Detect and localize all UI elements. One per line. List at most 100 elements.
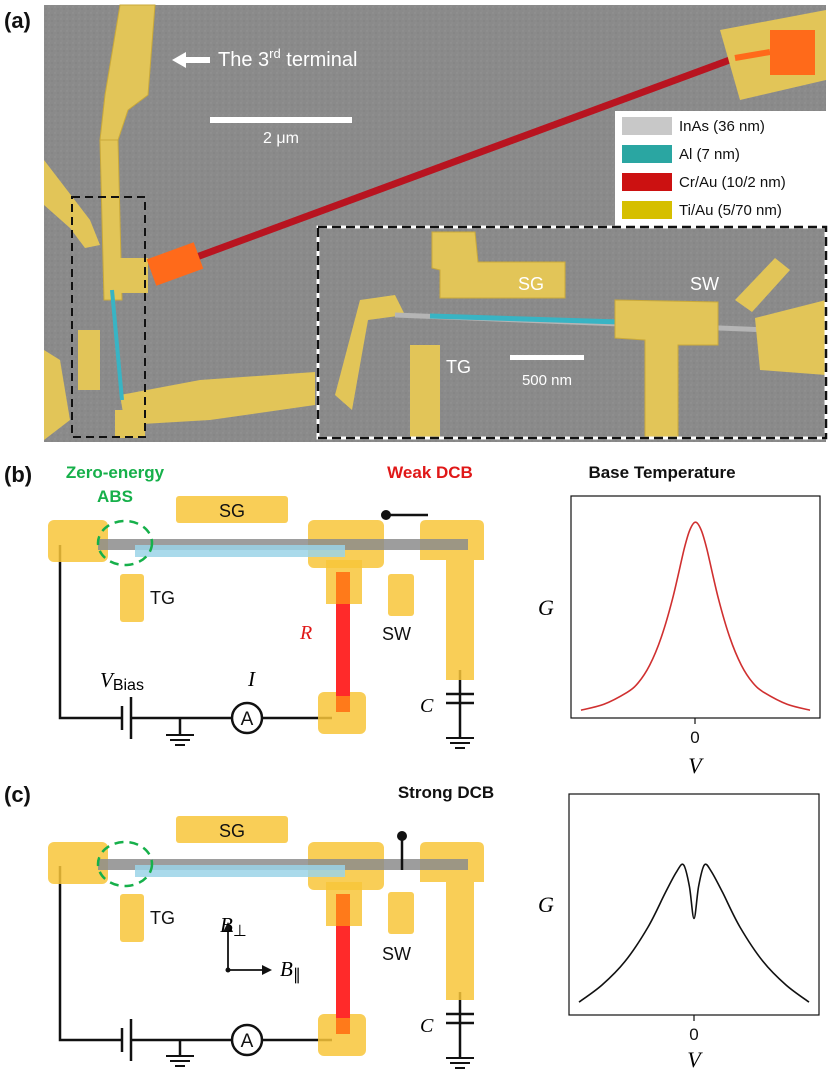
contact-bottom — [318, 692, 366, 734]
sem-pad-neck — [734, 49, 771, 61]
legend-label: Al (7 nm) — [679, 146, 740, 163]
legend-label: Ti/Au (5/70 nm) — [679, 202, 782, 219]
contact-left — [48, 842, 108, 884]
inset: 500 nm SG SW TG — [316, 225, 828, 440]
sem-resistor-line — [173, 54, 737, 269]
gate-sw — [388, 892, 414, 934]
abs-label-line1: Zero-energy — [66, 463, 165, 482]
resistor-contact-top — [336, 894, 350, 926]
regime-label: Weak DCB — [387, 463, 473, 482]
plot-c-xtick-label: 0 — [689, 1025, 698, 1044]
ground-icon — [446, 737, 474, 749]
panel-b: (b) Zero-energy ABS Weak DCB Base Temper… — [4, 462, 821, 778]
sem-lead-bottom-small — [115, 410, 145, 438]
switch-pivot — [397, 831, 407, 841]
bias-label: VBias — [100, 668, 144, 694]
sem-contact — [108, 258, 148, 293]
legend-swatch — [622, 201, 672, 219]
capacitor-label: C — [420, 1015, 434, 1037]
legend-label: Cr/Au (10/2 nm) — [679, 174, 786, 191]
sem-resistor-contact-left — [146, 242, 204, 286]
inset-gate-sw — [735, 258, 790, 312]
plot-b: 0 V G — [538, 495, 821, 778]
panel-c: (c) Strong DCB A SG TG SW — [4, 782, 820, 1072]
gate-sg-label: SG — [219, 821, 245, 841]
resistor-label: R — [299, 622, 312, 644]
panel-c-label: (c) — [4, 782, 31, 807]
b-par-label: B∥ — [280, 957, 301, 984]
resistor-contact-top — [336, 572, 350, 604]
plot-c-ylabel: G — [538, 892, 554, 917]
plot-c: 0 V G — [538, 793, 820, 1072]
resistor-contact-bottom — [336, 696, 350, 712]
gate-sw — [388, 574, 414, 616]
inset-contact-right — [755, 300, 826, 375]
current-label: I — [247, 667, 256, 691]
resistor-line — [336, 894, 350, 1034]
inset-gate-tg — [410, 345, 440, 438]
ammeter-label: A — [241, 1031, 254, 1052]
inset-gate-sg — [431, 231, 566, 299]
gate-tg — [120, 894, 144, 942]
sem-nanowire-teal — [110, 289, 124, 401]
plot-b-frame — [570, 495, 821, 719]
plot-c-xlabel: V — [687, 1047, 703, 1072]
plot-title: Base Temperature — [588, 463, 735, 482]
scalebar-inset — [510, 355, 584, 360]
al-shell — [135, 865, 345, 877]
gate-sg-label: SG — [219, 501, 245, 521]
sem-lead-top — [99, 4, 156, 141]
inset-al-shell — [429, 313, 651, 326]
panel-a-label: (a) — [4, 8, 31, 33]
legend-entry: Ti/Au (5/70 nm) — [622, 201, 782, 219]
abs-ellipse — [96, 519, 154, 567]
contact-right — [420, 842, 484, 1000]
nanowire — [98, 539, 468, 550]
scalebar-main-label: 2 μm — [263, 130, 299, 147]
regime-label: Strong DCB — [398, 783, 494, 802]
al-shell — [135, 545, 345, 557]
sem-lead-left-3 — [78, 330, 100, 390]
legend-entry: Al (7 nm) — [622, 145, 740, 163]
plot-b-ylabel: G — [538, 595, 554, 620]
plot-b-xlabel: V — [688, 753, 704, 778]
sem-lead-left-2 — [44, 350, 70, 440]
b-field-axes — [223, 922, 272, 975]
terminal-arrow-icon — [172, 52, 210, 68]
resistor-line — [336, 572, 350, 712]
contact-left — [48, 520, 108, 562]
plot-c-series-line — [578, 863, 810, 1003]
gate-sg — [176, 496, 288, 523]
legend-entry: InAs (36 nm) — [622, 117, 765, 135]
gate-sw-label: SW — [382, 944, 411, 964]
inset-border-dashed — [316, 225, 828, 440]
legend-label: InAs (36 nm) — [679, 118, 765, 135]
terminal-label: The 3rd terminal — [218, 46, 357, 71]
gate-sw-label: SW — [382, 624, 411, 644]
legend-entry: Cr/Au (10/2 nm) — [622, 173, 786, 191]
abs-label-line2: ABS — [97, 487, 133, 506]
circuit-wiring — [58, 866, 462, 1058]
ground-icon — [166, 734, 194, 746]
gate-tg-label: TG — [150, 908, 175, 928]
contact-right — [420, 520, 484, 680]
scalebar-inset-label: 500 nm — [522, 372, 572, 389]
panel-a: The 3rd terminal 2 μm InAs (36 nm) Al (7… — [4, 4, 828, 442]
gate-tg — [120, 574, 144, 622]
gate-sg — [176, 816, 288, 843]
nanowire — [98, 859, 468, 870]
abs-ellipse — [96, 840, 154, 888]
legend-swatch — [622, 117, 672, 135]
contact-bottom — [318, 1014, 366, 1056]
ground-icon — [446, 1057, 474, 1069]
scalebar-main — [210, 117, 352, 123]
ammeter-icon — [230, 701, 264, 735]
plot-b-xtick-label: 0 — [690, 728, 699, 747]
ammeter-icon — [230, 1023, 264, 1057]
sem-pad-orange — [770, 30, 815, 75]
ground-icon — [166, 1055, 194, 1067]
gate-tg-label: TG — [150, 588, 175, 608]
inset-label-sw: SW — [690, 274, 719, 294]
legend-swatch — [622, 145, 672, 163]
